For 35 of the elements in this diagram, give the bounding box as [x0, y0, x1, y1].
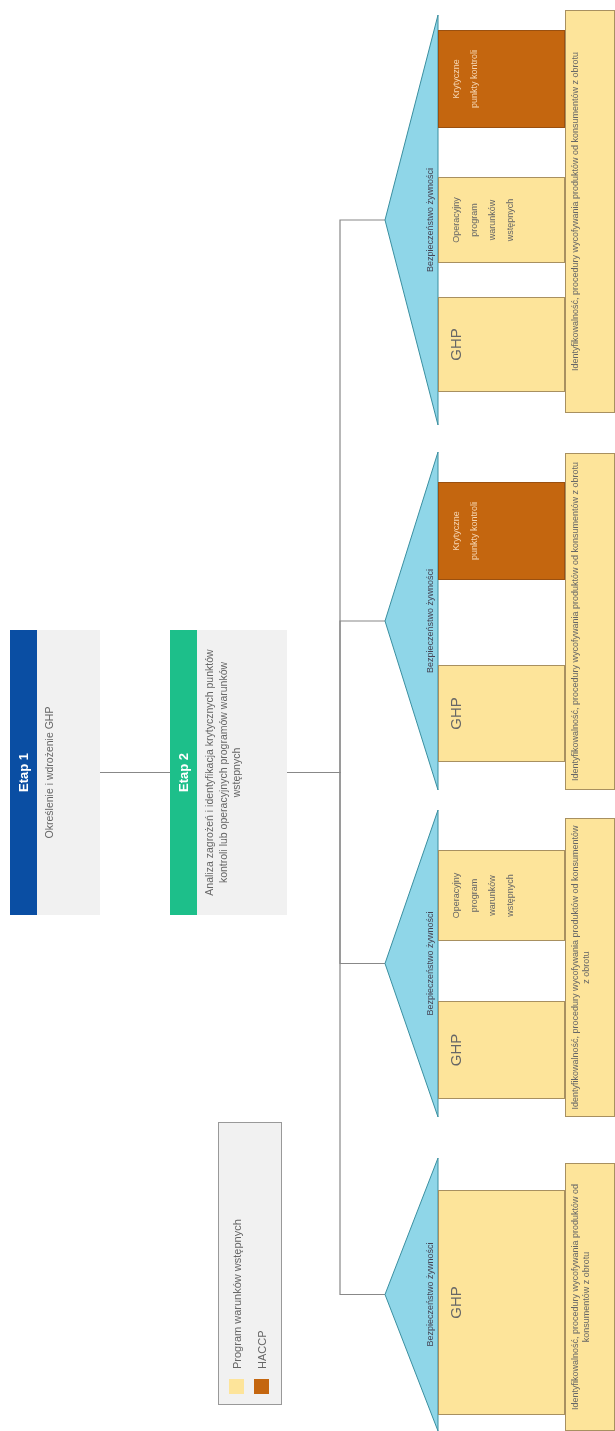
pillar-label: GHP [447, 1033, 465, 1067]
foundation-label: Identyfikowalność, procedury wycofywania produktów od konsumentów z obrotu [570, 461, 581, 782]
foundation-box [565, 1163, 615, 1431]
pillar-label: Krytyczne punkty kontroli [450, 501, 480, 561]
foundation-label: Identyfikowalność, procedury wycofywania produktów od konsumentów z obrotu [570, 1182, 593, 1413]
pillar-box [438, 297, 565, 392]
pillar-label: GHP [447, 1286, 465, 1319]
pillar-box [438, 177, 565, 263]
pillar-label: GHP [447, 697, 465, 730]
pillar-box [438, 30, 565, 128]
pillar-box [438, 482, 565, 580]
roof-label: Bezpieczeństwo żywności [425, 910, 435, 1018]
pillar-label: GHP [447, 328, 465, 361]
foundation-box [565, 453, 615, 790]
foundation-box [565, 10, 615, 413]
legend-label: HACCP [255, 1330, 268, 1369]
roof-label: Bezpieczeństwo żywności [425, 167, 435, 275]
foundation-box [565, 818, 615, 1117]
foundation-label: Identyfikowalność, procedury wycofywania produktów od konsumentów z obrotu [570, 825, 593, 1110]
pillar-box [438, 1001, 565, 1099]
stage-description: Analiza zagrożeń i identyfikacja krytycznych punktów kontroli lub operacyjnych programów warunków wstępnych [197, 630, 287, 915]
pillar-label: Krytyczne punkty kontroli [450, 49, 480, 109]
pillar-label: Operacyjny program warunków wstępnych [450, 196, 516, 245]
pillar-box [438, 665, 565, 762]
stage-header: Etap 2 [170, 630, 197, 915]
pillar-box [438, 850, 565, 941]
pillar-label: Operacyjny program warunków wstępnych [450, 871, 516, 921]
roof-label: Bezpieczeństwo żywności [425, 1241, 435, 1349]
connector-line [99, 771, 171, 774]
foundation-label: Identyfikowalność, procedury wycofywania produktów od konsumentów z obrotu [570, 51, 581, 372]
pillar-box [438, 1190, 565, 1415]
stage-header: Etap 1 [10, 630, 37, 915]
roof-label: Bezpieczeństwo żywności [425, 568, 435, 676]
legend-label: Program warunków wstępnych [230, 1219, 243, 1369]
stage-description: Określenie i wdrożenie GHP [37, 630, 100, 915]
